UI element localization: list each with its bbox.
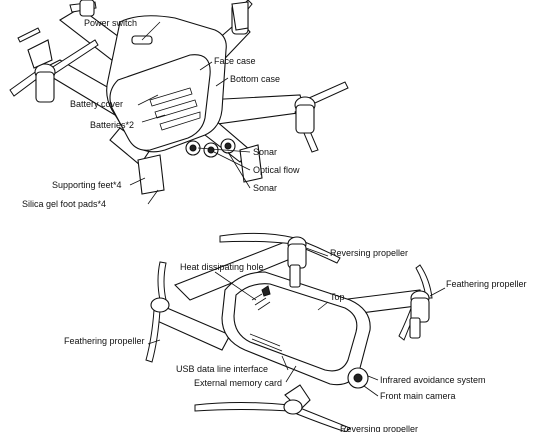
propeller-front-b xyxy=(296,407,351,432)
label-silica-gel-foot-pads: Silica gel foot pads*4 xyxy=(22,199,106,209)
label-power-switch: Power switch xyxy=(84,18,137,28)
top-leader-lines xyxy=(129,21,251,205)
foot-front-right xyxy=(231,1,249,31)
label-usb-data-line-interface: USB data line interface xyxy=(176,364,268,374)
label-battery-cover: Battery cover xyxy=(70,99,123,109)
leader-batteries xyxy=(141,114,166,123)
bottom-leader-lines xyxy=(147,247,446,397)
label-optical-flow: Optical flow xyxy=(253,165,300,175)
battery-slot-1 xyxy=(149,87,193,107)
battery-slot-3 xyxy=(159,111,201,131)
label-face-case: Face case xyxy=(214,56,256,66)
label-sonar-2: Sonar xyxy=(253,183,277,193)
side-vent-1 xyxy=(249,333,281,347)
leader-sonar-1 xyxy=(197,147,251,153)
propeller-left-b xyxy=(145,309,161,363)
bottom-drone-illustration xyxy=(145,232,433,432)
leader-top xyxy=(317,301,329,311)
leader-memory-card xyxy=(285,365,297,383)
heat-hole-1 xyxy=(251,293,263,301)
label-top: Top xyxy=(330,292,345,302)
logo-mark xyxy=(261,285,271,297)
propeller-tl-b xyxy=(17,27,41,43)
label-bottom-case: Bottom case xyxy=(230,74,280,84)
label-external-memory-card: External memory card xyxy=(194,378,282,388)
leader-optical-flow xyxy=(213,151,251,171)
battery-slot-2 xyxy=(154,99,198,119)
leader-foot-pads xyxy=(147,189,159,205)
motor-left-housing xyxy=(35,71,55,103)
propeller-left-a xyxy=(157,261,167,301)
front-camera-lens xyxy=(353,373,363,383)
motor-top-left xyxy=(79,0,95,17)
leader-supporting-feet xyxy=(129,177,146,186)
label-infrared-avoidance-system: Infrared avoidance system xyxy=(380,375,486,385)
label-feathering-propeller-right: Feathering propeller xyxy=(446,279,527,289)
sonar-1-inner xyxy=(189,144,197,152)
foot-b-1 xyxy=(289,264,301,288)
label-front-main-camera: Front main camera xyxy=(380,391,456,401)
propeller-back-a xyxy=(219,232,296,245)
leader-feathering-right xyxy=(429,287,446,297)
leader-infrared xyxy=(367,375,379,381)
label-reversing-propeller-bottom: Reversing propeller xyxy=(340,424,418,432)
leader-feathering-left xyxy=(147,339,161,345)
leader-bottom-case xyxy=(215,77,229,87)
leader-face-case xyxy=(199,61,213,71)
optical-flow-inner xyxy=(207,146,215,154)
battery-cover xyxy=(109,54,211,151)
propeller-front-a xyxy=(194,402,291,412)
label-batteries: Batteries*2 xyxy=(90,120,134,130)
label-supporting-feet: Supporting feet*4 xyxy=(52,180,122,190)
foot-front-left xyxy=(27,39,53,69)
foot-rear-left xyxy=(137,154,165,195)
side-vent-2 xyxy=(251,338,283,352)
leader-front-camera xyxy=(363,385,379,397)
leader-power-switch xyxy=(141,21,161,41)
leader-usb xyxy=(281,355,289,371)
leader-heat-dissipating-hole xyxy=(214,271,257,301)
foot-rear-right xyxy=(239,144,263,183)
leader-battery-cover xyxy=(137,94,159,106)
motor-back-housing xyxy=(287,243,307,269)
leader-reversing-propeller xyxy=(305,247,329,257)
foot-b-2 xyxy=(409,317,421,339)
motor-right-housing xyxy=(295,104,315,134)
motor-front xyxy=(283,399,303,415)
label-sonar-1: Sonar xyxy=(253,147,277,157)
arm-front-left-b xyxy=(154,304,231,351)
leader-sonar-2 xyxy=(227,151,251,189)
motor-left-b xyxy=(150,297,170,313)
heat-hole-3 xyxy=(257,301,271,311)
sonar-2-inner xyxy=(224,142,232,150)
label-heat-dissipating-hole: Heat dissipating hole xyxy=(180,262,264,272)
label-feathering-propeller-left: Feathering propeller xyxy=(64,336,145,346)
label-reversing-propeller: Reversing propeller xyxy=(330,248,408,258)
heat-hole-2 xyxy=(254,297,267,306)
